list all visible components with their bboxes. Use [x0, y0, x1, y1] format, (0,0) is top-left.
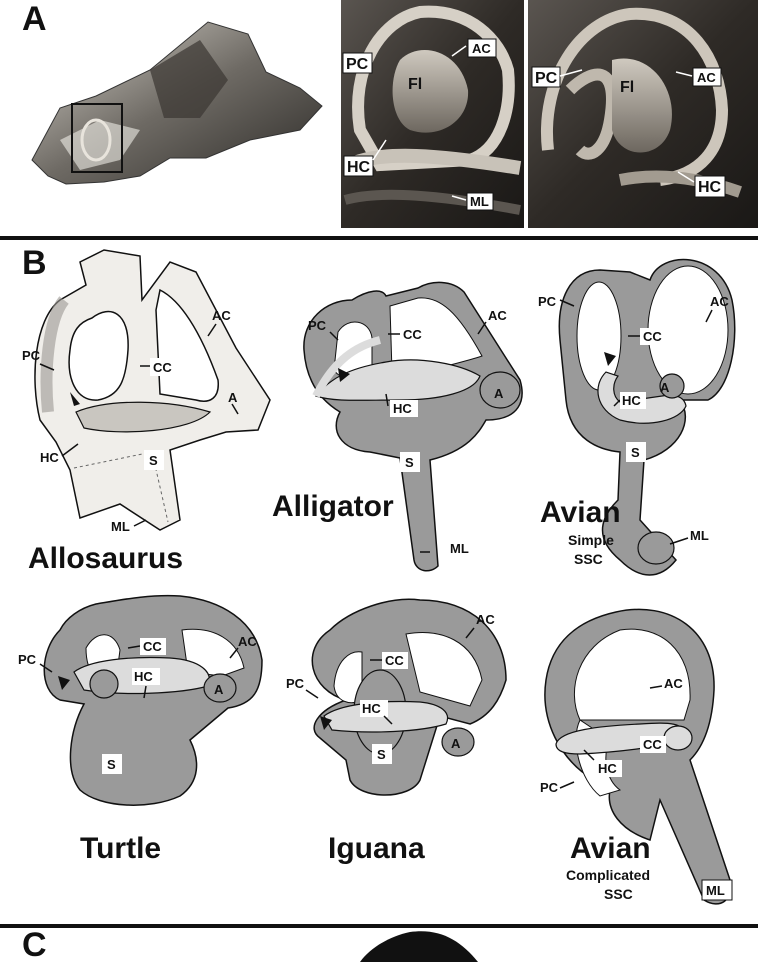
label-cc: CC [643, 329, 662, 344]
label-a: A [494, 386, 504, 401]
label-pc: PC [18, 652, 37, 667]
name-allosaurus: Allosaurus [28, 542, 183, 575]
name-avian-complicated: Avian [570, 832, 651, 865]
label-a: A [214, 682, 224, 697]
label-ml: ML [706, 883, 725, 898]
label-cc: CC [143, 639, 162, 654]
label-ac: AC [664, 676, 683, 691]
sub-ssc: SSC [604, 886, 633, 902]
label-cc: CC [643, 737, 662, 752]
name-iguana: Iguana [328, 832, 425, 865]
diagram-turtle [44, 596, 262, 806]
label-hc: HC [347, 159, 371, 176]
skull-photo [32, 22, 322, 184]
label-ml: ML [690, 528, 709, 543]
sub-ssc: SSC [574, 551, 603, 567]
label-pc: PC [538, 294, 557, 309]
label-ac: AC [472, 41, 491, 56]
label-hc: HC [134, 669, 153, 684]
label-pc: PC [535, 70, 558, 87]
label-ml: ML [470, 194, 489, 209]
name-alligator: Alligator [272, 490, 394, 523]
diagram-iguana [312, 599, 506, 795]
label-cc: CC [403, 327, 422, 342]
label-pc: PC [308, 318, 327, 333]
label-s: S [631, 445, 640, 460]
label-s: S [377, 747, 386, 762]
label-s: S [149, 453, 158, 468]
label-hc: HC [698, 179, 722, 196]
label-a: A [451, 736, 461, 751]
diagram-alligator [304, 282, 522, 570]
label-fl: Fl [408, 76, 422, 93]
label-ml: ML [450, 541, 469, 556]
label-hc: HC [393, 401, 412, 416]
label-ml: ML [111, 519, 130, 534]
sub-simple: Simple [568, 532, 614, 548]
label-a: A [228, 390, 238, 405]
label-a: A [660, 380, 670, 395]
label-ac: AC [476, 612, 495, 627]
label-cc: CC [153, 360, 172, 375]
label-pc: PC [22, 348, 41, 363]
name-avian-simple: Avian [540, 496, 621, 529]
label-s: S [107, 757, 116, 772]
name-turtle: Turtle [80, 832, 161, 865]
photo-closeup-left [341, 0, 524, 228]
label-ac: AC [697, 70, 716, 85]
label-pc: PC [540, 780, 559, 795]
label-hc: HC [622, 393, 641, 408]
label-pc: PC [286, 676, 305, 691]
label-ac: AC [488, 308, 507, 323]
label-hc: HC [598, 761, 617, 776]
label-fl: Fl [620, 79, 634, 96]
panel-c-silhouette [360, 931, 478, 962]
label-cc: CC [385, 653, 404, 668]
label-ac: AC [238, 634, 257, 649]
label-hc: HC [362, 701, 381, 716]
sub-complicated: Complicated [566, 867, 650, 883]
label-s: S [405, 455, 414, 470]
label-pc: PC [346, 56, 369, 73]
label-ac: AC [710, 294, 729, 309]
label-hc: HC [40, 450, 59, 465]
label-ac: AC [212, 308, 231, 323]
